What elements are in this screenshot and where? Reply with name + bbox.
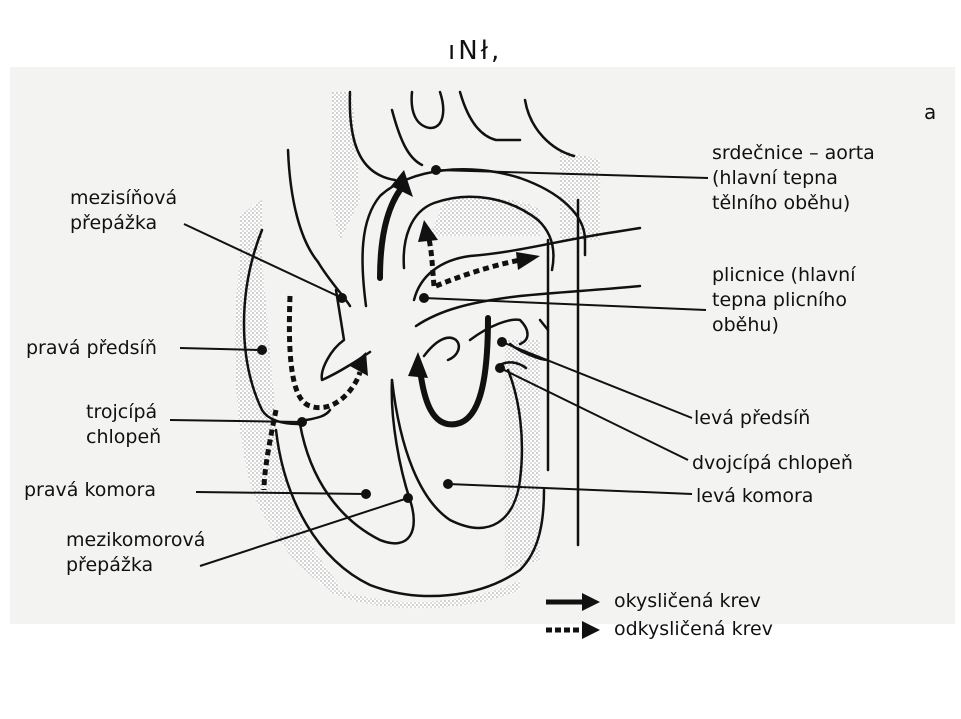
dot-right-atrium: [257, 345, 267, 355]
label-left-ventricle: levá komora: [696, 484, 813, 509]
label-pulmonary-line1: plicnice (hlavní: [712, 263, 856, 288]
label-tricuspid-line2: chlopeň: [86, 425, 161, 450]
dot-septum-ventricular: [403, 493, 413, 503]
right-fragment: a: [924, 100, 936, 124]
label-pulmonary: plicnice (hlavní tepna plicního oběhu): [712, 263, 856, 338]
label-aorta-line2: (hlavní tepna: [712, 166, 875, 191]
label-left-atrium: levá předsíň: [694, 406, 810, 431]
label-aorta-line3: tělního oběhu): [712, 191, 875, 216]
label-left-atrium-line1: levá předsíň: [694, 406, 810, 431]
dot-septum-atrial: [337, 293, 347, 303]
label-septum-atrial-line1: mezisíňová: [70, 186, 177, 211]
dot-pulmonary: [419, 293, 429, 303]
dot-tricuspid: [297, 417, 307, 427]
label-right-atrium-line1: pravá předsíň: [26, 336, 157, 361]
legend-deoxygenated: odkysličená krev: [614, 617, 773, 642]
label-septum-atrial-line2: přepážka: [70, 211, 177, 236]
dot-left-ventricle: [443, 479, 453, 489]
label-left-ventricle-line1: levá komora: [696, 484, 813, 509]
label-right-atrium: pravá předsíň: [26, 336, 157, 361]
legend-oxygenated: okysličená krev: [614, 589, 761, 614]
label-mitral: dvojcípá chlopeň: [692, 451, 853, 476]
label-right-ventricle-line1: pravá komora: [24, 478, 156, 503]
dot-right-ventricle: [361, 489, 371, 499]
label-pulmonary-line2: tepna plicního: [712, 288, 856, 313]
label-tricuspid: trojcípá chlopeň: [86, 400, 161, 450]
label-septum-atrial: mezisíňová přepážka: [70, 186, 177, 236]
dot-left-atrium: [497, 337, 507, 347]
label-mitral-line1: dvojcípá chlopeň: [692, 451, 853, 476]
dot-aorta: [431, 165, 441, 175]
label-tricuspid-line1: trojcípá: [86, 400, 161, 425]
label-aorta: srdečnice – aorta (hlavní tepna tělního …: [712, 141, 875, 216]
label-pulmonary-line3: oběhu): [712, 313, 856, 338]
dot-mitral: [495, 363, 505, 373]
label-septum-ventricular-line2: přepážka: [66, 553, 205, 578]
label-septum-ventricular-line1: mezikomorová: [66, 528, 205, 553]
label-aorta-line1: srdečnice – aorta: [712, 141, 875, 166]
top-fragment: ıNł,: [448, 36, 502, 66]
label-right-ventricle: pravá komora: [24, 478, 156, 503]
label-septum-ventricular: mezikomorová přepážka: [66, 528, 205, 578]
